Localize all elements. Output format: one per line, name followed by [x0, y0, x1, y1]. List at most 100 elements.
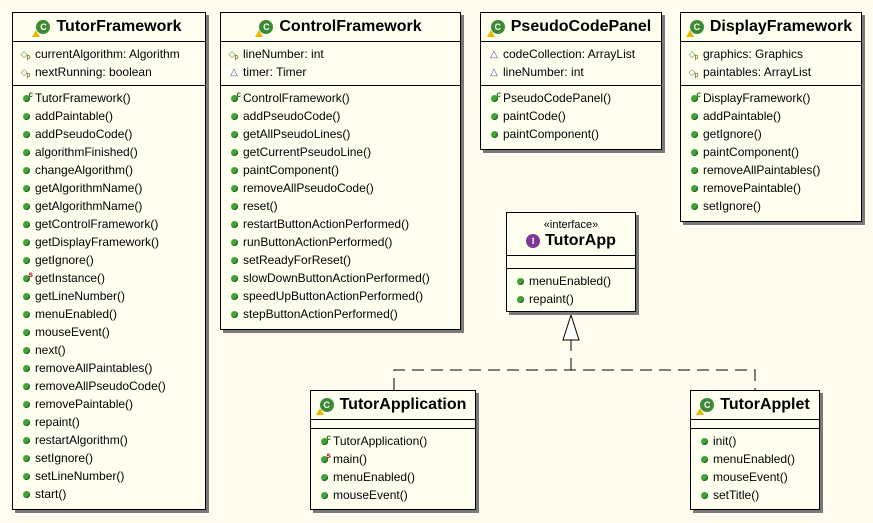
public-method-icon [685, 184, 703, 192]
method-row: init() [691, 432, 819, 450]
class-header: C TutorApplet [691, 391, 819, 420]
field-icon: ◇p [20, 66, 31, 79]
method-row: addPseudoCode() [221, 107, 460, 125]
class-name: TutorApplet [720, 396, 810, 413]
method-row: mouseEvent() [13, 323, 205, 341]
class-name: ControlFramework [279, 18, 422, 35]
class-icon: C [255, 20, 274, 37]
method-row: restartButtonActionPerformed() [221, 215, 460, 233]
public-method-icon [17, 238, 35, 246]
public-method-icon [695, 473, 713, 481]
package-field-icon: △ [490, 66, 498, 78]
method-row: paintComponent() [481, 125, 661, 143]
class-header: C DisplayFramework [681, 13, 861, 42]
method-row: removeAllPseudoCode() [13, 377, 205, 395]
method-row: repaint() [13, 413, 205, 431]
method-row: menuEnabled() [13, 305, 205, 323]
fields-section: △codeCollection: ArrayList △lineNumber: … [481, 42, 661, 86]
method-row: addPaintable() [13, 107, 205, 125]
class-icon: C [685, 20, 704, 37]
public-method-icon [225, 238, 243, 246]
public-method-icon [685, 202, 703, 210]
public-method-icon [225, 274, 243, 282]
public-method-icon [17, 112, 35, 120]
method-row: removeAllPaintables() [13, 359, 205, 377]
class-header: C TutorFramework [13, 13, 205, 42]
field-icon: ◇p [688, 48, 699, 61]
public-method-icon [685, 166, 703, 174]
interface-icon: I [526, 233, 541, 248]
public-method-icon [225, 166, 243, 174]
public-method-icon [17, 310, 35, 318]
method-row: mouseEvent() [691, 468, 819, 486]
public-method-icon [685, 112, 703, 120]
method-row: restartAlgorithm() [13, 431, 205, 449]
method-row: getDisplayFramework() [13, 233, 205, 251]
public-method-icon [17, 328, 35, 336]
public-method-icon [315, 473, 333, 481]
public-method-icon [225, 292, 243, 300]
public-method-icon [17, 346, 35, 354]
public-method-icon [17, 130, 35, 138]
method-row: mouseEvent() [311, 486, 475, 504]
public-method-icon [17, 364, 35, 372]
class-icon: C [486, 20, 505, 37]
package-field-icon: △ [490, 48, 498, 60]
method-row: setIgnore() [681, 197, 861, 215]
tutor-app-interface[interactable]: «interface» I TutorApp menuEnabled() rep… [506, 212, 636, 312]
method-row: getIgnore() [681, 125, 861, 143]
public-method-icon [17, 400, 35, 408]
public-method-icon [17, 382, 35, 390]
method-row: setLineNumber() [13, 467, 205, 485]
class-name: TutorFramework [56, 18, 182, 35]
method-row: removeAllPseudoCode() [221, 179, 460, 197]
public-method-icon [225, 256, 243, 264]
methods-section: menuEnabled() repaint() [507, 269, 635, 312]
public-method-icon [695, 437, 713, 445]
field-row: △timer: Timer [221, 63, 460, 81]
public-method-icon [685, 148, 703, 156]
class-header: C ControlFramework [221, 13, 460, 42]
public-method-icon [17, 220, 35, 228]
constructor-icon: c [315, 433, 333, 445]
class-icon: C [696, 398, 715, 415]
method-row: speedUpButtonActionPerformed() [221, 287, 460, 305]
public-method-icon [17, 202, 35, 210]
public-method-icon [17, 166, 35, 174]
public-method-icon [511, 295, 529, 303]
method-row: start() [13, 485, 205, 503]
method-row: setIgnore() [13, 449, 205, 467]
method-row: paintComponent() [221, 161, 460, 179]
method-row: removeAllPaintables() [681, 161, 861, 179]
method-row: getAlgorithmName() [13, 179, 205, 197]
interface-header: «interface» I TutorApp [507, 213, 635, 256]
field-icon: ◇p [20, 48, 31, 61]
tutor-applet-class[interactable]: C TutorApplet init() menuEnabled() mouse… [690, 390, 820, 510]
public-method-icon [17, 472, 35, 480]
public-method-icon [511, 277, 529, 285]
method-row: removePaintable() [681, 179, 861, 197]
method-row: menuEnabled() [311, 468, 475, 486]
method-row: next() [13, 341, 205, 359]
public-method-icon [17, 436, 35, 444]
public-method-icon [225, 202, 243, 210]
pseudo-code-panel-class[interactable]: C PseudoCodePanel △codeCollection: Array… [480, 12, 662, 150]
field-icon: ◇p [228, 48, 239, 61]
